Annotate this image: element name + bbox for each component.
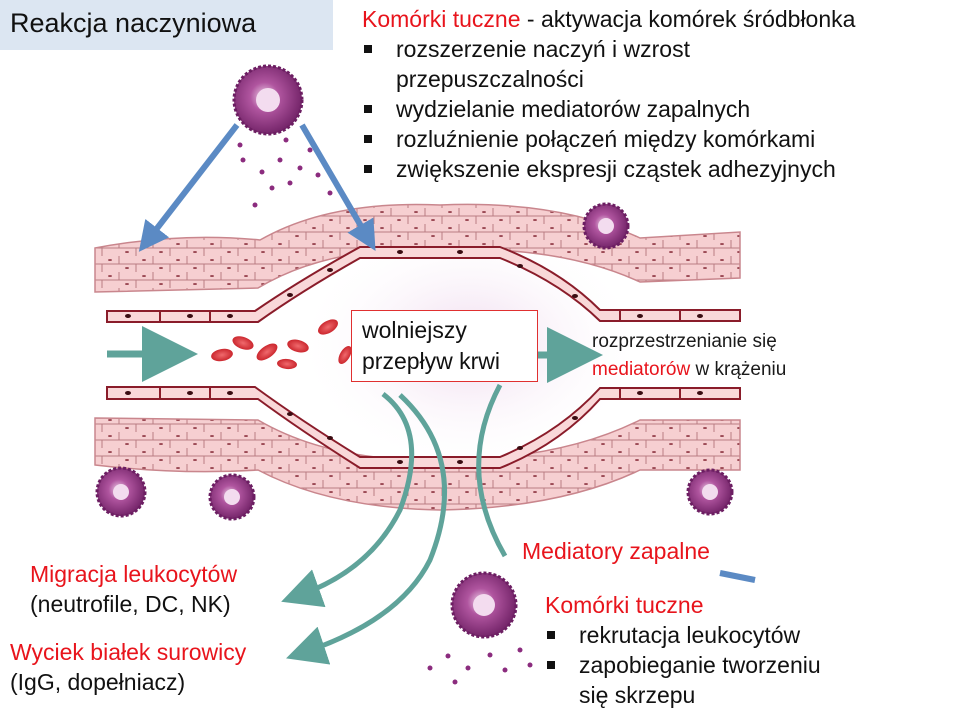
leak-title: Wyciek białek surowicy [10, 639, 247, 665]
mast-bottom-heading: Komórki tuczne [545, 592, 704, 618]
endothelial-cell-icon [125, 250, 703, 464]
list-item: zwiększenie ekspresji cząstek adhezyjnyc… [362, 154, 952, 184]
migration-detail: (neutrofile, DC, NK) [30, 591, 231, 617]
mast-cell-icon [232, 64, 304, 136]
leak-detail: (IgG, dopełniacz) [10, 669, 186, 695]
page-title: Reakcja naczyniowa [10, 8, 257, 38]
list-item: rozluźnienie połączeń między komórkami [362, 124, 952, 154]
mast-cell-icon [686, 468, 734, 516]
mast-cell-icon [208, 473, 256, 521]
cell-junctions [159, 310, 681, 399]
mast-top-heading-red: Komórki tuczne [362, 6, 521, 32]
vessel-wall-top [106, 246, 741, 323]
flow-line-2: przepływ krwi [362, 348, 501, 374]
spread-suffix: w krążeniu [690, 359, 787, 380]
migration-block: Migracja leukocytów (neutrofile, DC, NK) [30, 559, 237, 619]
activation-arrow-left-icon [138, 123, 240, 252]
leak-block: Wyciek białek surowicy (IgG, dopełniacz) [10, 637, 246, 697]
spread-prefix: rozprzestrzenianie się [592, 331, 777, 352]
mast-cell-icon [582, 202, 630, 250]
mast-cells-bottom-block: Komórki tuczne rekrutacja leukocytów zap… [545, 590, 865, 710]
slow-flow-box: wolniejszy przepływ krwi [351, 310, 538, 382]
red-blood-cell-icon [211, 319, 352, 370]
list-item: wydzielanie mediatorów zapalnych [362, 94, 952, 124]
migration-arrow-icon [281, 392, 415, 608]
leak-arrow-icon [286, 393, 448, 665]
title-box [0, 0, 333, 50]
mast-cells-top-block: Komórki tuczne - aktywacja komórek śródb… [362, 4, 952, 184]
mast-top-heading: Komórki tuczne - aktywacja komórek śródb… [362, 4, 952, 34]
mast-top-heading-rest: - aktywacja komórek śródbłonka [520, 6, 856, 32]
mediators-arrow-icon [476, 383, 508, 558]
mast-cell-icon [95, 466, 147, 518]
mast-cell-icon [450, 571, 518, 639]
flow-line-1: wolniejszy [362, 317, 467, 343]
spread-red: mediatorów [592, 359, 691, 380]
list-item: zapobieganie tworzeniu się skrzepu [545, 650, 849, 710]
mediators-label: Mediatory zapalne [522, 538, 710, 564]
granule-dots [237, 137, 533, 685]
spread-label: rozprzestrzenianie się mediatorów w krąż… [592, 328, 852, 384]
mast-bottom-list: rekrutacja leukocytów zapobieganie tworz… [545, 620, 865, 710]
list-item: rekrutacja leukocytów [545, 620, 865, 650]
migration-title: Migracja leukocytów [30, 561, 238, 587]
activation-arrow-right-icon [299, 123, 376, 251]
mast-top-list: rozszerzenie naczyń i wzrost przepuszcza… [362, 34, 952, 184]
list-item: rozszerzenie naczyń i wzrost przepuszcza… [362, 34, 776, 94]
blue-arrow-stub-icon [719, 570, 756, 583]
